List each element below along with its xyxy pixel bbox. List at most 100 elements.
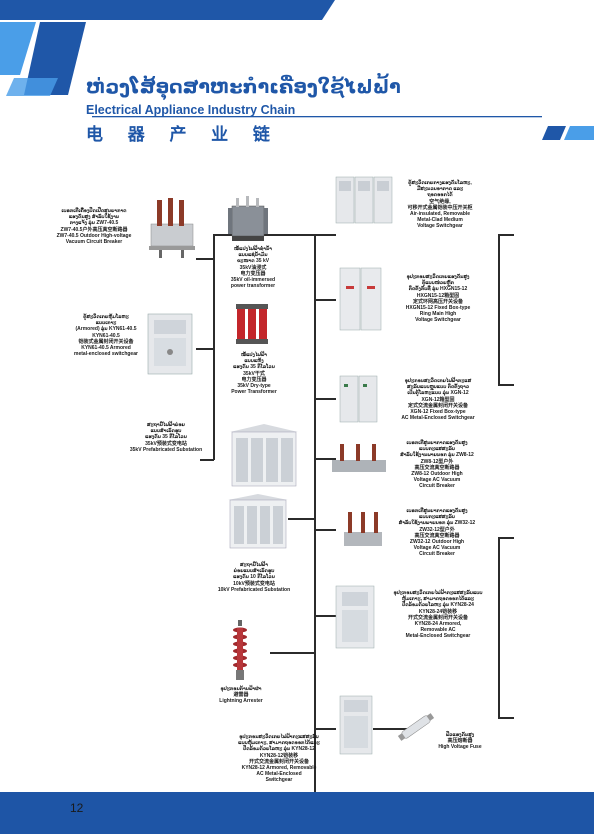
oil-lao-3: ຂະໜາດ 35 kV bbox=[236, 258, 270, 265]
air-zh-1: 空气绝缘, bbox=[429, 198, 451, 205]
kyn28-24-lao-1: ອຸປະກອນສະວິດເກຍໄຟຟ້າກະແສສະລັບແບບ bbox=[393, 590, 483, 596]
fuse-image bbox=[397, 713, 435, 741]
sub35-lao-3: ແຮງດັນ 35 ກິໂລໂວນ bbox=[145, 434, 187, 441]
xgn-lao-2: ສະລັບແບບຫຼຸບແບບ ຕິດຕັ້ງຖາວ bbox=[407, 384, 469, 391]
sub35-link-line bbox=[200, 459, 214, 461]
sub10-lao-3: ແຮງດັນ 10 ກິໂລໂວນ bbox=[233, 574, 275, 581]
oil-en-2: power transformer bbox=[230, 283, 276, 290]
zw7-label: ເບຣກເກີເຄື່ອງປິດເປີດສູນຍາກາດ ແຮງດັນສູງ ສ… bbox=[44, 208, 144, 245]
kyn28-12-lao-2: ແບບຫຸ້ມເກາະ, ສາມາດຖອດອອກໄດ້ແລະ bbox=[238, 740, 320, 747]
kyn28-24-en-2: Removable AC bbox=[420, 627, 456, 634]
right-bottom-stub bbox=[498, 384, 514, 386]
kyn28-12-link bbox=[314, 728, 336, 730]
hxgn-lao-2: ຕູ້ແບບໜ່ວຍຫຼັກ bbox=[422, 280, 454, 287]
sub35-lao-1: ສະຖານີໄຟຟ້າຍ່ອຍ bbox=[147, 422, 185, 428]
right-lower-top-stub bbox=[498, 537, 514, 539]
kyn28-24-lao-3: ປິດລ້ອມດ້ວຍໂລຫະ ລຸ່ນ KYN28-24 bbox=[402, 602, 474, 609]
zw8-en-3: Circuit Breaker bbox=[419, 483, 455, 490]
oil-lao-1: ໝໍ້ແປງໄຟຟ້າທຳນ້ຳ bbox=[234, 246, 272, 252]
zw32-link bbox=[314, 529, 336, 531]
fuse-en: High Voltage Fuse bbox=[438, 744, 482, 751]
hxgn15-label: ອຸປະກອນສະວິດເກຍແຮງດັນສູງ ຕູ້ແບບໜ່ວຍຫຼັກ … bbox=[388, 274, 488, 324]
kyn28-12-en-1: KYN28-12 Armored, Removable bbox=[241, 765, 317, 772]
zw32-lao-2: ແບບກະແສສະລັບ bbox=[419, 514, 455, 521]
kyn28-12-en-3: Switchgear bbox=[265, 777, 293, 784]
air-lao-2: ມີສະນວນອາກາດ ແລະ bbox=[416, 186, 464, 193]
hxgn-en-3: Voltage Switchgear bbox=[415, 317, 461, 324]
kyn61-lao-1: ຕູ້ສະວິດເກຍຫຸ້ມໂລຫະ bbox=[83, 314, 129, 320]
zw7-breaker-image bbox=[149, 198, 195, 258]
arrester-image bbox=[233, 620, 247, 680]
sub10-substation-image bbox=[228, 494, 288, 549]
air-en-1: Air-insulated, Removable bbox=[409, 211, 470, 218]
oil-zh-2: 电力变压器 bbox=[240, 270, 266, 277]
zw8-lao-1: ເບຣກເກີສູນຍາກາດແຮງດັນສູງ bbox=[406, 440, 468, 446]
right-lower-bottom-stub bbox=[498, 717, 514, 719]
kyn61-switchgear-image bbox=[147, 313, 193, 375]
zw8-label: ເບຣກເກີສູນຍາກາດແຮງດັນສູງ ແບບກະແສສະລັບ ສຳ… bbox=[386, 440, 488, 490]
dry-lao-1: ໝໍ້ແປງໄຟຟ້າ bbox=[241, 352, 267, 358]
xgn-en-2: AC Metal-Enclosed Switchgear bbox=[401, 415, 475, 422]
dry-en-1: 35kV Dry-type bbox=[237, 383, 271, 390]
arrester-label: ອຸປະກອນຕ້ານຟ້າຜ່າ 避雷器 Lightning Arrester bbox=[210, 686, 272, 705]
zw8-lao-2: ແບບກະແສສະລັບ bbox=[419, 446, 455, 453]
kyn28-12-label: ອຸປະກອນສະວິດເກຍໄຟຟ້າກະແສສະລັບ ແບບຫຸ້ມເກາ… bbox=[222, 734, 336, 784]
hxgn-lao-3: ຕິດຕັ້ງກັບທີ່ ລຸ່ນ HXGN15-12 bbox=[408, 286, 468, 293]
sub10-en: 10kV Prefabricated Substation bbox=[217, 586, 291, 593]
fuse-label: ຟິວແຮງດັນສູງ 高压熔断器 High Voltage Fuse bbox=[428, 732, 492, 751]
oil-zh-1: 35kV油浸式 bbox=[239, 264, 267, 271]
kyn61-zh-1: KYN61-40.5 bbox=[92, 332, 120, 339]
kyn61-en-2: metal-enclosed switchgear bbox=[74, 351, 138, 358]
arrester-link-line bbox=[270, 652, 314, 654]
hxgn15-switchgear-image bbox=[339, 267, 382, 331]
xgn-lao-3: ເປັນຕູ້ໂລຫະແບບ ລຸ່ນ XGN-12 bbox=[407, 390, 469, 397]
dry-lao-2: ແບບແຫ້ງ bbox=[244, 358, 264, 365]
zw32-en-2: Voltage AC Vacuum bbox=[413, 545, 461, 552]
xgn-label: ອຸປະກອນສະວິດເກຍໄຟຟ້າກະແສ ສະລັບແບບຫຼຸບແບບ… bbox=[382, 378, 494, 421]
sub35-lao-2: ແບບສຳເລັດຮູບ bbox=[150, 428, 182, 435]
zw8-en-2: Voltage AC Vacuum bbox=[413, 477, 461, 484]
zw8-breaker-image bbox=[332, 444, 386, 472]
sub10-label: ສະຖານີໄຟຟ້າ ຍ່ອຍແບບສຳເລັດຮູບ ແຮງດັນ 10 ກ… bbox=[206, 562, 302, 593]
zw8-lao-3: ສຳລັບໃຊ້ງານພາຍນອກ ລຸ່ນ ZW8-12 bbox=[400, 452, 474, 459]
fuse-link-line bbox=[373, 728, 409, 730]
xgn-zh-2: 定式交流金属封闭开关设备 bbox=[407, 402, 468, 409]
oil-transformer-image bbox=[228, 196, 268, 241]
kyn28-24-switchgear-image bbox=[335, 585, 375, 649]
sub10-lao-2: ຍ່ອຍແບບສຳເລັດຮູບ bbox=[233, 568, 275, 575]
zw32-zh-2: 高压交流真空断路器 bbox=[414, 532, 460, 539]
fuse-lao: ຟິວແຮງດັນສູງ bbox=[445, 732, 475, 738]
air-insulated-link bbox=[314, 234, 336, 236]
hxgn-lao-1: ອຸປະກອນສະວິດເກຍແຮງດັນສູງ bbox=[406, 274, 470, 280]
sub35-substation-image bbox=[230, 424, 298, 487]
sub10-link-line bbox=[288, 518, 314, 520]
hxgn-en-2: Ring Main High bbox=[419, 311, 457, 318]
arrester-lao: ອຸປະກອນຕ້ານຟ້າຜ່າ bbox=[220, 686, 262, 692]
page-number: 12 bbox=[70, 801, 84, 815]
zw32-lao-3: ສຳລັບໃຊ້ງານພາຍນອກ ລຸ່ນ ZW32-12 bbox=[398, 520, 476, 527]
title-en: Electrical Appliance Industry Chain bbox=[86, 103, 296, 117]
oil-lao-2: ແບບແຊ່ນ້ຳມັນ bbox=[238, 252, 268, 259]
zw8-link bbox=[314, 458, 336, 460]
zw32-label: ເບຣກເກີສູນຍາກາດແຮງດັນສູງ ແບບກະແສສະລັບ ສຳ… bbox=[386, 508, 488, 558]
title-zh: 电 器 产 业 链 bbox=[86, 125, 280, 144]
air-insulated-switchgear-image bbox=[335, 176, 393, 224]
kyn28-12-en-2: AC Metal-Enclosed bbox=[256, 771, 302, 778]
kyn28-24-link bbox=[314, 615, 336, 617]
oil-transformer-label: ໝໍ້ແປງໄຟຟ້າທຳນ້ຳ ແບບແຊ່ນ້ຳມັນ ຂະໜາດ 35 k… bbox=[216, 246, 290, 289]
zw7-lao-3: ກາງແຈ້ງ ລຸ່ນ ZW7-40.5 bbox=[69, 220, 119, 227]
right-vertical-lower bbox=[498, 538, 500, 718]
xgn-switchgear-image bbox=[339, 375, 378, 423]
oil-en-1: 35kV oil-immersed bbox=[230, 277, 276, 284]
kyn61-lao-2: ແບບເກາະ bbox=[95, 320, 117, 327]
zw32-breaker-image bbox=[344, 512, 382, 546]
zw32-zh-1: ZW32-12型户外 bbox=[419, 526, 455, 533]
zw7-en-1: ZW7-40.5 Outdoor High-voltage bbox=[56, 232, 132, 239]
sub10-zh: 10kV预装式变电站 bbox=[233, 580, 275, 587]
zw7-lao-1: ເບຣກເກີເຄື່ອງປິດເປີດສູນຍາກາດ bbox=[61, 208, 127, 214]
arrester-zh: 避雷器 bbox=[233, 692, 249, 699]
fuse-zh: 高压熔断器 bbox=[447, 738, 473, 745]
xgn-en-1: XGN-12 Fixed Box-type bbox=[410, 409, 466, 416]
kyn28-24-zh-1: KYN28-24铠装移 bbox=[418, 608, 458, 615]
footer-bar bbox=[0, 792, 594, 834]
